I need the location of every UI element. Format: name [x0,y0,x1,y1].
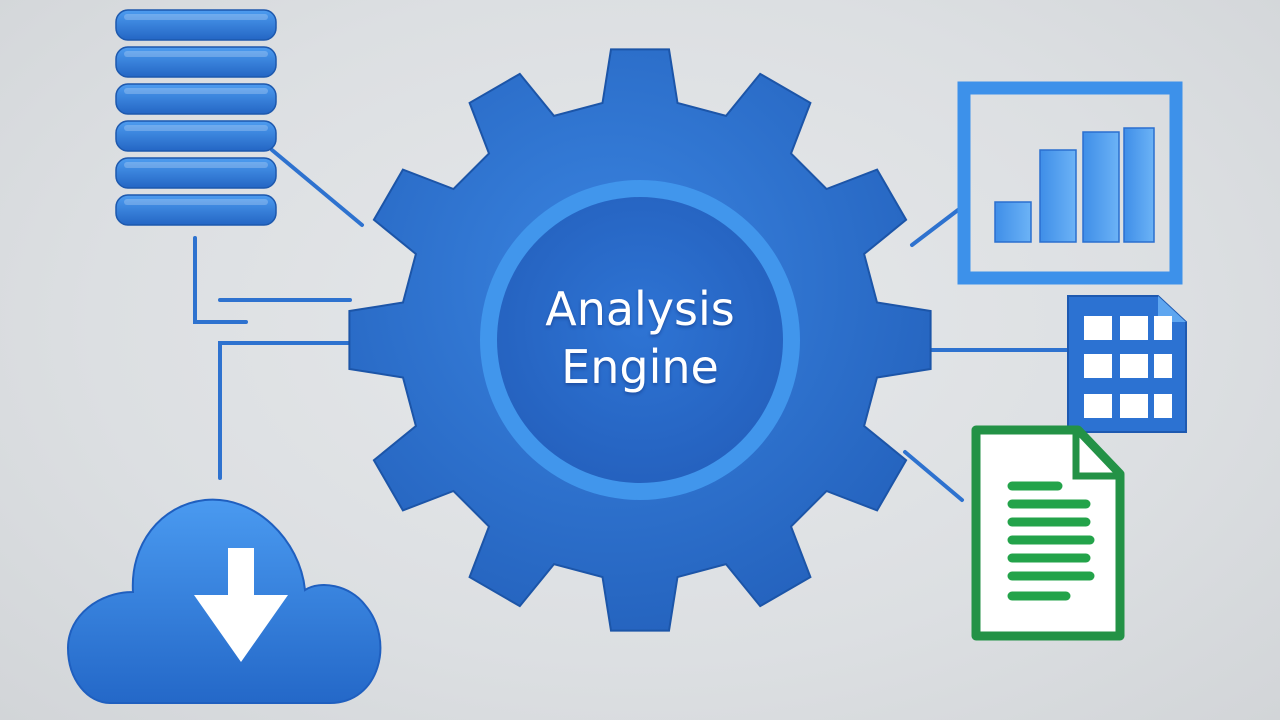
database-disk [115,83,277,115]
engine-title-line1: Analysis [545,282,735,336]
database-disk-highlight [124,162,268,168]
engine-title-line2: Engine [561,340,719,394]
table-cell [1154,354,1172,378]
table-cell [1154,316,1172,340]
table-cell [1120,316,1148,340]
cloud-download-icon [66,498,382,704]
table-cell [1154,394,1172,418]
connector-gear-chart [910,208,960,247]
chart-bar [994,201,1032,243]
chart-frame [957,81,1183,285]
database-disk [115,194,277,226]
connector-cloud-gear [218,341,382,480]
table-cell [1120,394,1148,418]
database-disk-highlight [124,14,268,20]
connector-database-down [193,236,248,324]
database-disk-highlight [124,88,268,94]
table-cell [1120,354,1148,378]
document-text-lines [1007,481,1095,601]
database-disk-highlight [124,51,268,57]
download-arrow-icon [194,548,288,662]
database-disk-highlight [124,125,268,131]
bar-chart-icon [957,81,1183,285]
database-disk [115,157,277,189]
table-cell [1084,354,1112,378]
chart-bar [1123,127,1155,243]
engine-title: Analysis Engine [470,280,810,396]
gear-core [497,197,783,483]
gear-icon [348,48,932,632]
database-disk [115,46,277,78]
database-disk-highlight [124,199,268,205]
table-cell [1084,316,1112,340]
spreadsheet-icon [1067,295,1187,433]
chart-bar [1039,149,1077,243]
chart-bar [1082,131,1120,243]
connector-gear-document [903,450,964,502]
database-disk [115,9,277,41]
database-disk [115,120,277,152]
connector-database-gear [270,148,364,227]
table-cell [1084,394,1112,418]
document-icon [971,425,1125,641]
database-icon [115,9,277,226]
